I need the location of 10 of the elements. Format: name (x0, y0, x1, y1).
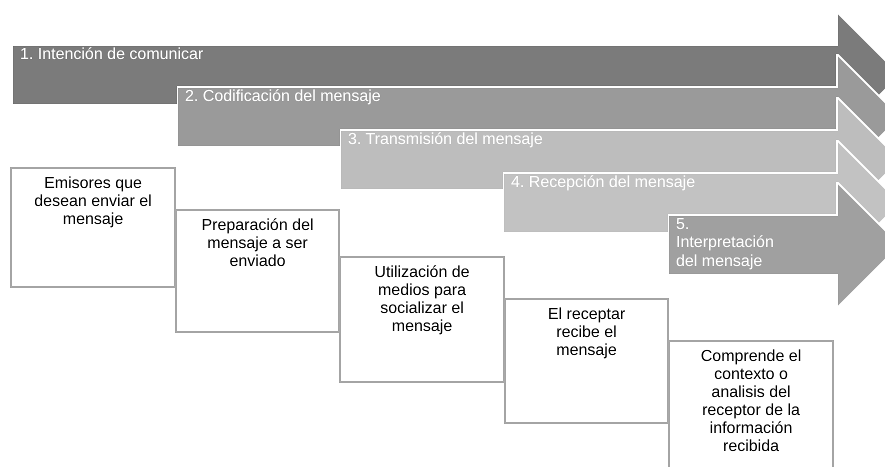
step-label: 1. Intención de comunicar (20, 46, 204, 64)
step-label: 2. Codificación del mensaje (185, 88, 381, 106)
step-label: 3. Transmisión del mensaje (348, 131, 543, 150)
description-box: Preparación del mensaje a ser enviado (175, 209, 340, 333)
step-label: 5. Interpretación del mensaje (676, 216, 775, 272)
description-box: El receptar recibe el mensaje (504, 298, 669, 424)
description-box: Emisores que desean enviar el mensaje (10, 167, 176, 288)
description-box: Utilización de medios para socializar el mensaje (339, 256, 505, 383)
step-label: 4. Recepción del mensaje (511, 174, 696, 192)
description-box: Comprende el contexto o analisis del receptor de la información recibida (668, 340, 834, 467)
